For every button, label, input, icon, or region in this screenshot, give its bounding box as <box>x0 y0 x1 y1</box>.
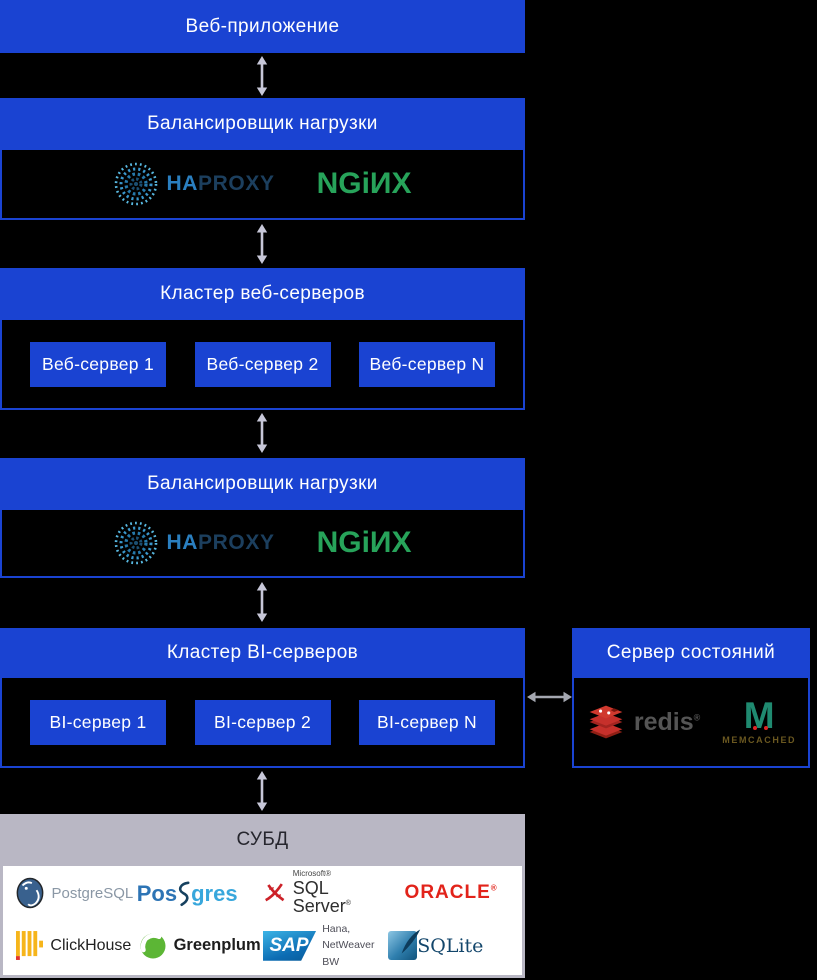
clickhouse-bars-icon <box>16 931 44 961</box>
sap-badge-icon: SAP <box>262 930 317 961</box>
arrow-bicluster-dbms-icon <box>256 771 268 811</box>
memcached-m-icon: M <box>743 694 775 736</box>
haproxy-logo: HAPROXY <box>114 162 275 206</box>
sqlite-logo: SQLite <box>388 929 514 961</box>
greenplum-wordmark: Greenplum <box>173 936 261 955</box>
haproxy-logo: HAPROXY <box>114 521 275 565</box>
postgresql-logo: PostgreSQL <box>11 877 137 909</box>
redis-logo: redis® <box>586 702 700 742</box>
arrow-webcluster-loadbalancer-icon <box>256 413 268 453</box>
sap-caption: Hana, NetWeaver BW <box>322 922 375 969</box>
bi-cluster-title: Кластер BI-серверов <box>0 628 525 678</box>
load-balancer-top-title: Балансировщик нагрузки <box>0 98 525 150</box>
node-bi-server-cluster: Кластер BI-серверов BI-сервер 1 BI-серве… <box>0 628 525 768</box>
arrow-loadbalancer-bicluster-icon <box>256 582 268 622</box>
arrow-loadbalancer-webcluster-icon <box>256 224 268 264</box>
sap-logo: SAP Hana, NetWeaver BW <box>262 921 389 971</box>
sql-server-logo: Microsoft® SQL Server® <box>263 869 389 917</box>
haproxy-sphere-icon <box>114 162 157 206</box>
haproxy-sphere-icon <box>114 521 157 565</box>
redis-wordmark: redis® <box>633 707 701 736</box>
sqlite-feather-icon <box>401 929 421 954</box>
node-dbms: СУБД PostgreSQL Pos gres <box>0 814 525 978</box>
state-server-title: Сервер состояний <box>572 628 810 678</box>
node-web-server-1: Веб-сервер 1 <box>30 341 166 387</box>
web-cluster-title: Кластер веб-серверов <box>0 268 525 320</box>
arrow-bicluster-stateserver-icon <box>527 691 572 703</box>
node-load-balancer-bottom: Балансировщик нагрузки HAPROXY NGiИX <box>0 458 525 578</box>
sqlite-icon <box>388 929 421 961</box>
greenplum-logo: Greenplum <box>137 932 263 960</box>
greenplum-icon <box>140 933 166 959</box>
node-web-server-2: Веб-сервер 2 <box>194 341 331 387</box>
node-web-application: Веб-приложение <box>0 0 525 53</box>
postgresql-elephant-icon <box>16 877 43 909</box>
oracle-logo: ORACLE® <box>388 882 514 904</box>
dbms-title: СУБД <box>0 814 525 866</box>
arrow-webapp-loadbalancer-icon <box>256 56 268 96</box>
node-bi-server-1: BI-сервер 1 <box>30 699 166 745</box>
node-state-server: Сервер состояний redis® M <box>572 628 810 768</box>
haproxy-wordmark: HAPROXY <box>166 531 275 554</box>
node-load-balancer-top: Балансировщик нагрузки HAPROXY NGiИX <box>0 98 525 220</box>
web-application-label: Веб-приложение <box>185 15 340 37</box>
postgresql-wordmark: PostgreSQL <box>51 884 134 902</box>
haproxy-wordmark: HAPROXY <box>166 172 275 195</box>
node-bi-server-n: BI-сервер N <box>359 699 495 745</box>
postgres-pro-elephant-icon <box>179 881 190 906</box>
nginx-logo: NGiИX <box>316 167 412 200</box>
sqlite-wordmark: SQLite <box>417 934 484 957</box>
sql-server-wordmark: Microsoft® SQL Server® <box>292 869 351 917</box>
node-bi-server-2: BI-сервер 2 <box>194 699 331 745</box>
sql-server-helix-icon <box>264 883 284 902</box>
nginx-logo: NGiИX <box>316 526 412 559</box>
node-web-server-n: Веб-сервер N <box>359 341 495 387</box>
clickhouse-wordmark: ClickHouse <box>50 936 132 954</box>
postgres-pro-logo: Pos gres <box>136 880 238 906</box>
clickhouse-logo: ClickHouse <box>11 930 137 961</box>
memcached-logo: M MEMCACHED <box>722 694 797 746</box>
redis-icon <box>589 705 623 739</box>
oracle-wordmark: ORACLE® <box>404 882 498 904</box>
load-balancer-bottom-title: Балансировщик нагрузки <box>0 458 525 510</box>
node-web-server-cluster: Кластер веб-серверов Веб-сервер 1 Веб-се… <box>0 268 525 410</box>
memcached-wordmark: MEMCACHED <box>722 735 797 746</box>
